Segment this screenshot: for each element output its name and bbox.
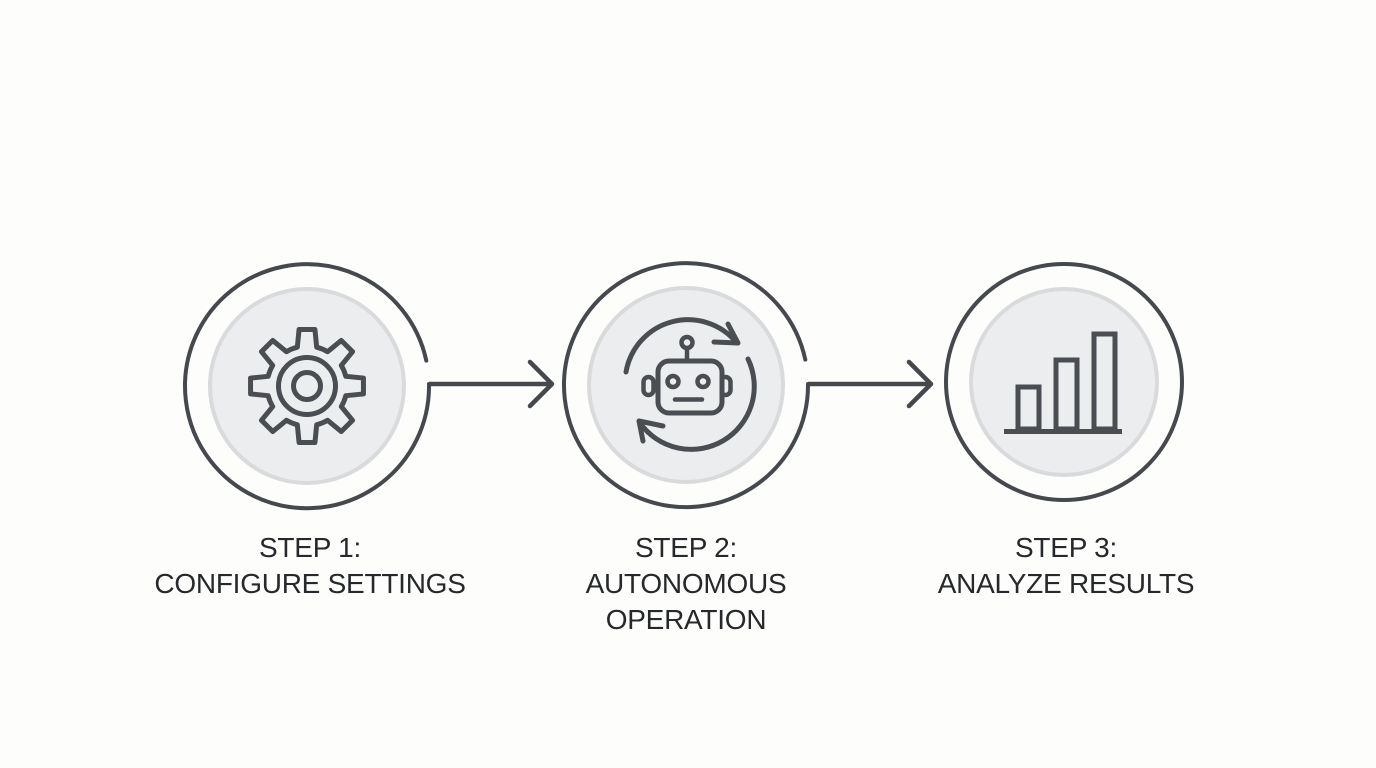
step-1-label-line2: CONFIGURE SETTINGS [154,568,466,599]
step-1-label: STEP 1: CONFIGURE SETTINGS [100,530,520,602]
step-1-inner-disc [208,287,406,485]
arrow-connector-1 [429,359,555,409]
step-2-label-line1: STEP 2: [634,532,737,563]
step-3-label-line2: ANALYZE RESULTS [937,568,1195,599]
step-2-label: STEP 2: AUTONOMOUS OPERATION [476,530,896,638]
gear-icon [248,327,366,445]
step-3-label-line1: STEP 3: [1014,532,1117,563]
step-1-node [183,262,432,511]
robot-ear-left [641,374,656,398]
arrow-2-head [906,359,934,409]
step-1-label-line1: STEP 1: [258,532,361,563]
robot-refresh-icon [623,317,757,452]
bar-chart-icon [1004,331,1122,434]
refresh-arc-bottom [637,356,757,452]
step-1-outer-circle [183,262,432,511]
step-3-outer-circle [944,262,1184,502]
step-3-inner-disc [969,287,1159,477]
step-3-label: STEP 3: ANALYZE RESULTS [856,530,1276,602]
arrow-1-head [527,359,555,409]
refresh-arc-top [623,317,740,375]
step-2-label-line3: OPERATION [605,604,767,635]
step-2-outer-circle [562,261,811,510]
step-3-node [944,262,1184,502]
arrow-connector-2 [808,359,934,409]
step-2-node [562,261,811,510]
robot-eye-right [695,373,711,390]
step-2-label-line2: AUTONOMOUS [585,568,787,599]
refresh-arrowhead-bottom [636,418,666,444]
refresh-arrowhead-top [711,321,741,346]
robot-eye-left [665,373,681,390]
